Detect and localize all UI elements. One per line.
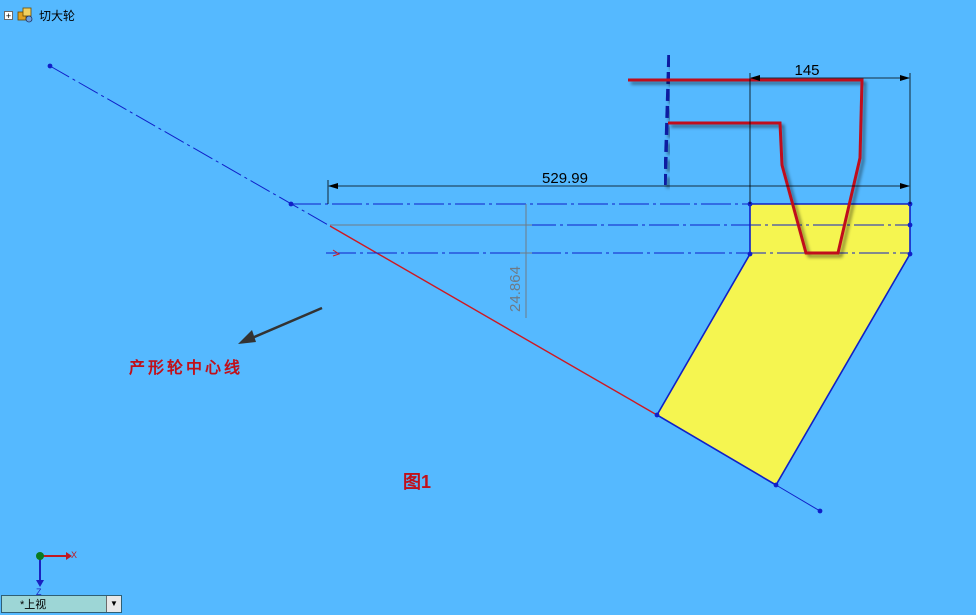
sketch-points[interactable] bbox=[47, 63, 913, 514]
triad-z-label: Z bbox=[36, 587, 42, 597]
view-triad[interactable]: X Z bbox=[36, 550, 77, 597]
dimension-529-99[interactable]: 529.99 bbox=[327, 170, 910, 204]
diagonal-construction-line[interactable] bbox=[49, 65, 331, 227]
figure-label: 图1 bbox=[403, 472, 431, 492]
part-name[interactable]: 切大轮 bbox=[39, 8, 76, 23]
gear-axis-centerline[interactable] bbox=[663, 54, 671, 186]
expand-icon[interactable]: + bbox=[4, 10, 13, 21]
view-orientation-value: *上视 bbox=[20, 599, 47, 611]
dimension-24-864[interactable]: 24.864 bbox=[507, 204, 532, 318]
gear-blank-section[interactable] bbox=[655, 203, 911, 487]
feature-tree-root[interactable]: + 切大轮 bbox=[4, 6, 75, 24]
dimension-145-text: 145 bbox=[794, 62, 819, 79]
part-icon bbox=[17, 7, 33, 23]
centerline-callout[interactable]: 产形轮中心线 bbox=[129, 306, 323, 377]
diagonal-cone-line-red[interactable] bbox=[329, 225, 658, 416]
angle-mark bbox=[332, 249, 341, 257]
tooth-profile[interactable] bbox=[628, 78, 864, 255]
dimension-24-864-text: 24.864 bbox=[507, 266, 524, 312]
centerline-callout-text: 产形轮中心线 bbox=[129, 358, 243, 377]
dimension-145[interactable]: 145 bbox=[749, 62, 911, 204]
view-orientation-select[interactable]: *上视 ▼ bbox=[1, 595, 122, 613]
diagonal-construction-line-end[interactable] bbox=[775, 484, 821, 512]
dimension-529-99-text: 529.99 bbox=[542, 170, 588, 187]
chevron-down-icon[interactable]: ▼ bbox=[106, 596, 121, 612]
triad-x-label: X bbox=[71, 550, 77, 560]
